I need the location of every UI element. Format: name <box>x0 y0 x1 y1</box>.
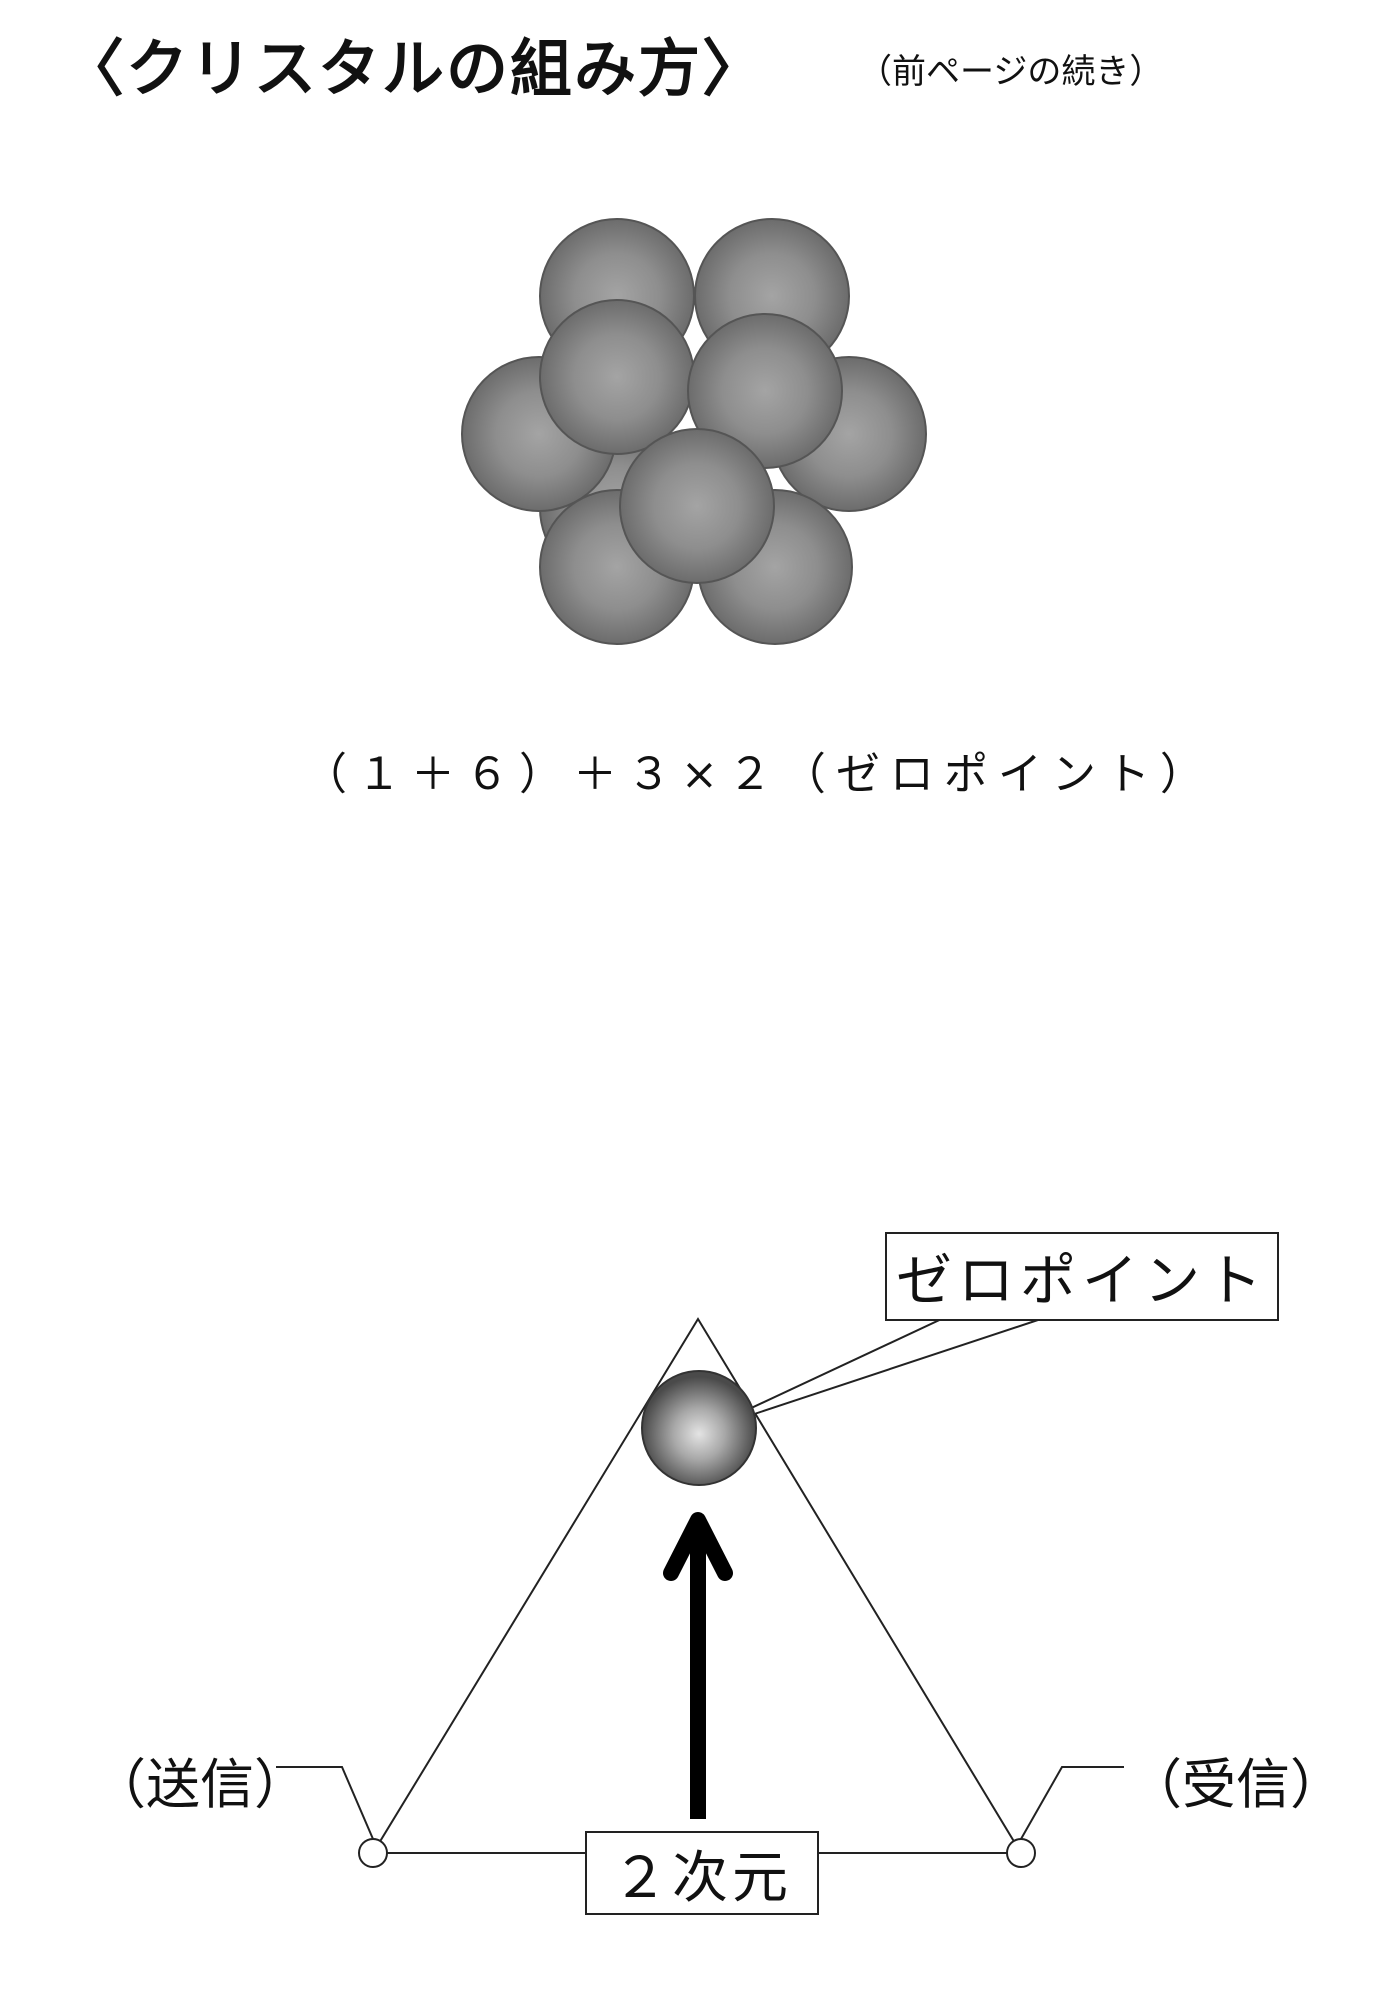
sphere-front-center <box>619 428 775 584</box>
receive-leader-line <box>1020 1766 1124 1840</box>
upward-arrow <box>663 1512 733 1819</box>
receive-vertex-marker <box>1006 1838 1036 1868</box>
zero-point-sphere <box>641 1370 757 1486</box>
send-label: （送信） <box>92 1753 308 1816</box>
page-subtitle: （前ページの続き） <box>858 52 1164 92</box>
zero-point-label: ゼロポイント <box>885 1232 1279 1321</box>
crystal-formula: （１＋６）＋３×２（ゼロポイント） <box>303 749 1214 800</box>
send-vertex-marker <box>358 1838 388 1868</box>
send-leader-line <box>276 1766 374 1840</box>
crystal-cluster <box>461 218 927 645</box>
receive-label: （受信） <box>1128 1753 1344 1816</box>
dimension-label: ２次元 <box>585 1831 819 1915</box>
page-title: 〈クリスタルの組み方〉 <box>62 32 767 105</box>
sphere-front-1 <box>539 299 695 455</box>
